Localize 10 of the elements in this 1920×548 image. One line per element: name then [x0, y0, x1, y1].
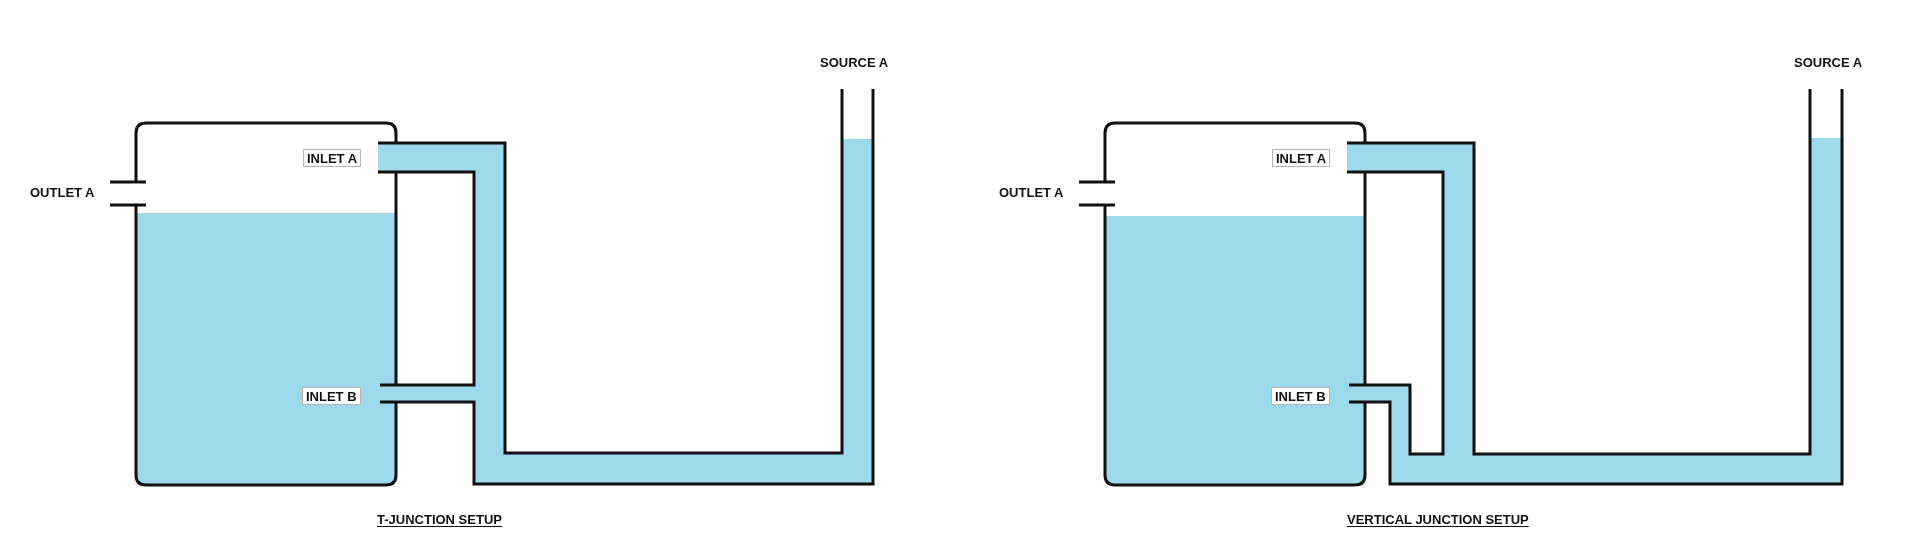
- source-label: SOURCE A: [1794, 55, 1863, 70]
- setup-caption: T-JUNCTION SETUP: [377, 512, 502, 527]
- inlet-tag: INLET A: [303, 149, 362, 167]
- outlet-label: OUTLET A: [30, 185, 95, 200]
- source-label: SOURCE A: [820, 55, 889, 70]
- setup-caption: VERTICAL JUNCTION SETUP: [1347, 512, 1529, 527]
- outlet-label: OUTLET A: [999, 185, 1064, 200]
- inlet-tag: INLET A: [1272, 149, 1331, 167]
- inlet-tag: INLET B: [302, 387, 361, 405]
- inlet-tag: INLET B: [1271, 387, 1330, 405]
